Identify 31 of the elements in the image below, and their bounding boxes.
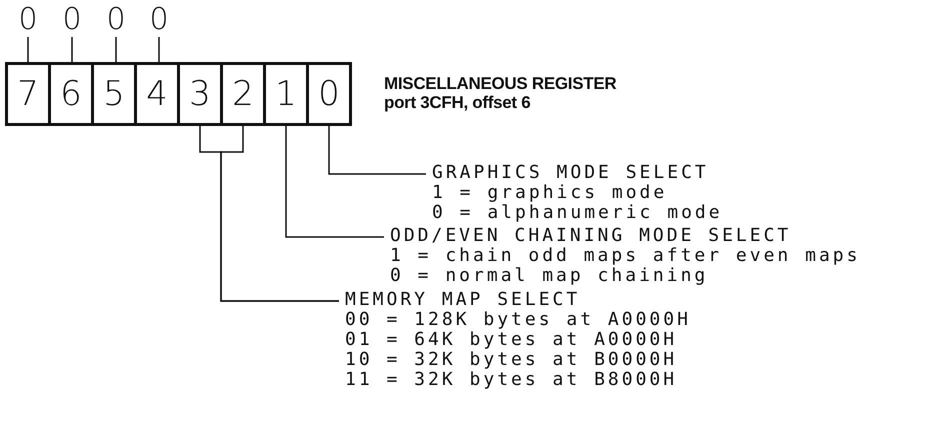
bit-cell: 4 — [134, 62, 180, 126]
value-description: 1 = graphics mode — [432, 183, 668, 203]
field-name: GRAPHICS MODE SELECT — [432, 163, 709, 183]
register-title: MISCELLANEOUS REGISTER — [384, 74, 616, 93]
bit-value: 0 — [146, 5, 172, 35]
bit-value: 0 — [103, 5, 129, 35]
field-name: ODD/EVEN CHAINING MODE SELECT — [390, 226, 792, 246]
field-name: MEMORY MAP SELECT — [345, 290, 580, 310]
value-description: 10 = 32K bytes at B0000H — [345, 350, 678, 370]
bit-cell: 3 — [177, 62, 223, 126]
leader-line — [328, 126, 426, 175]
bit-cell: 2 — [220, 62, 266, 126]
leader-line — [285, 126, 384, 238]
value-description: 1 = chain odd maps after even maps — [390, 246, 860, 266]
value-description: 01 = 64K bytes at A0000H — [345, 330, 678, 350]
value-description: 11 = 32K bytes at B8000H — [345, 370, 678, 390]
bit-value: 0 — [15, 5, 41, 35]
value-description: 00 = 128K bytes at A0000H — [345, 310, 691, 330]
bit-cell: 1 — [263, 62, 309, 126]
value-description: 0 = alphanumeric mode — [432, 203, 723, 223]
bit-value: 0 — [59, 5, 85, 35]
value-description: 0 = normal map chaining — [390, 266, 708, 286]
bit-cell: 6 — [48, 62, 94, 126]
port-note: port 3CFH, offset 6 — [384, 93, 530, 112]
bit-cell: 0 — [306, 62, 352, 126]
bit-cell: 7 — [5, 62, 51, 126]
leader-line — [115, 37, 117, 62]
leader-line — [27, 37, 29, 62]
leader-line — [158, 37, 160, 62]
bit-cell: 5 — [91, 62, 137, 126]
leader-line — [71, 37, 73, 62]
